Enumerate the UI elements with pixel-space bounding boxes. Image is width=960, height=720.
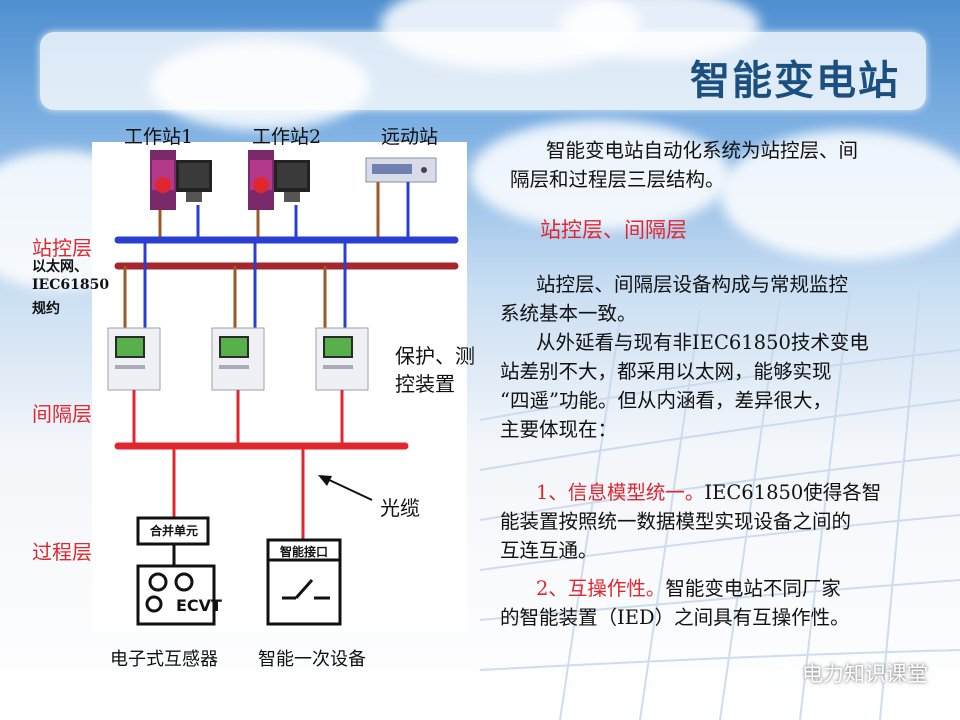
workstation-1-icon <box>150 150 212 210</box>
cable-label: 光缆 <box>380 496 420 520</box>
intro-line-2: 隔层和过程层三层结构。 <box>510 168 725 191</box>
smart-interface-label: 智能接口 <box>280 545 329 559</box>
item-1-line-3: 互连互通。 <box>500 539 598 562</box>
title-bar <box>40 32 926 110</box>
item-1-rest: IEC61850使得各智 <box>704 481 882 504</box>
smart-interface-icon <box>266 538 342 626</box>
cloud <box>720 130 960 260</box>
device-label-line2: 控装置 <box>395 372 455 396</box>
paragraph-2-line-1: 从外延看与现有非IEC61850技术变电 <box>536 331 869 354</box>
item-2-heading: 2、互操作性。 <box>536 577 666 600</box>
paragraph-2-line-4: 主要体现在： <box>500 418 618 441</box>
merging-unit-icon <box>136 516 216 626</box>
workstation-1-label: 工作站1 <box>124 126 194 148</box>
telecontrol-station-icon <box>365 157 437 183</box>
layer-station-label: 站控层 <box>32 236 92 260</box>
cloud <box>470 120 730 230</box>
paragraph-1-line-1: 站控层、间隔层设备构成与常规监控 <box>536 273 849 296</box>
station-network-note-1: 以太网、 <box>32 259 88 275</box>
watermark-text: 电力知识课堂 <box>802 662 928 686</box>
item-2-line-2: 的智能装置（IED）之间具有互操作性。 <box>500 606 850 629</box>
merging-unit-label: 合并单元 <box>150 524 199 538</box>
protection-device-2-icon <box>211 327 265 391</box>
slide-title: 智能变电站 <box>690 58 900 104</box>
paragraph-1-line-2: 系统基本一致。 <box>500 302 637 325</box>
protection-device-1-icon <box>107 327 161 391</box>
item-1-heading: 1、信息模型统一。 <box>536 481 705 504</box>
station-network-note-2: IEC61850 <box>32 277 110 293</box>
paragraph-2-line-2: 站差别不大，都采用以太网，能够实现 <box>500 360 832 383</box>
smart-primary-equipment-label: 智能一次设备 <box>258 649 366 670</box>
workstation-2-label: 工作站2 <box>252 126 322 148</box>
item-2-rest: 智能变电站不同厂家 <box>665 577 841 600</box>
layer-bay-label: 间隔层 <box>32 402 92 426</box>
device-label-line1: 保护、测 <box>395 344 475 368</box>
layer-process-label: 过程层 <box>32 540 92 564</box>
protection-device-3-icon <box>315 327 369 391</box>
watermark: 电力知识课堂 <box>770 658 928 688</box>
intro-line-1: 智能变电站自动化系统为站控层、间 <box>546 139 859 162</box>
section-heading: 站控层、间隔层 <box>540 218 687 242</box>
item-1-line-1: 1、信息模型统一。IEC61850使得各智 <box>536 478 881 507</box>
ecvt-label: ECVT <box>176 596 222 615</box>
telecontrol-station-label: 远动站 <box>381 126 439 148</box>
item-2-line-1: 2、互操作性。智能变电站不同厂家 <box>536 574 841 603</box>
station-network-note-3: 规约 <box>32 301 60 317</box>
wechat-icon <box>770 663 796 683</box>
item-1-line-2: 能装置按照统一数据模型实现设备之间的 <box>500 510 852 533</box>
electronic-transformer-label: 电子式互感器 <box>110 649 218 670</box>
paragraph-2-line-3: “四遥”功能。但从内涵看，差异很大， <box>500 389 832 412</box>
workstation-2-icon <box>248 150 310 210</box>
cable-arrow-icon <box>318 475 373 501</box>
